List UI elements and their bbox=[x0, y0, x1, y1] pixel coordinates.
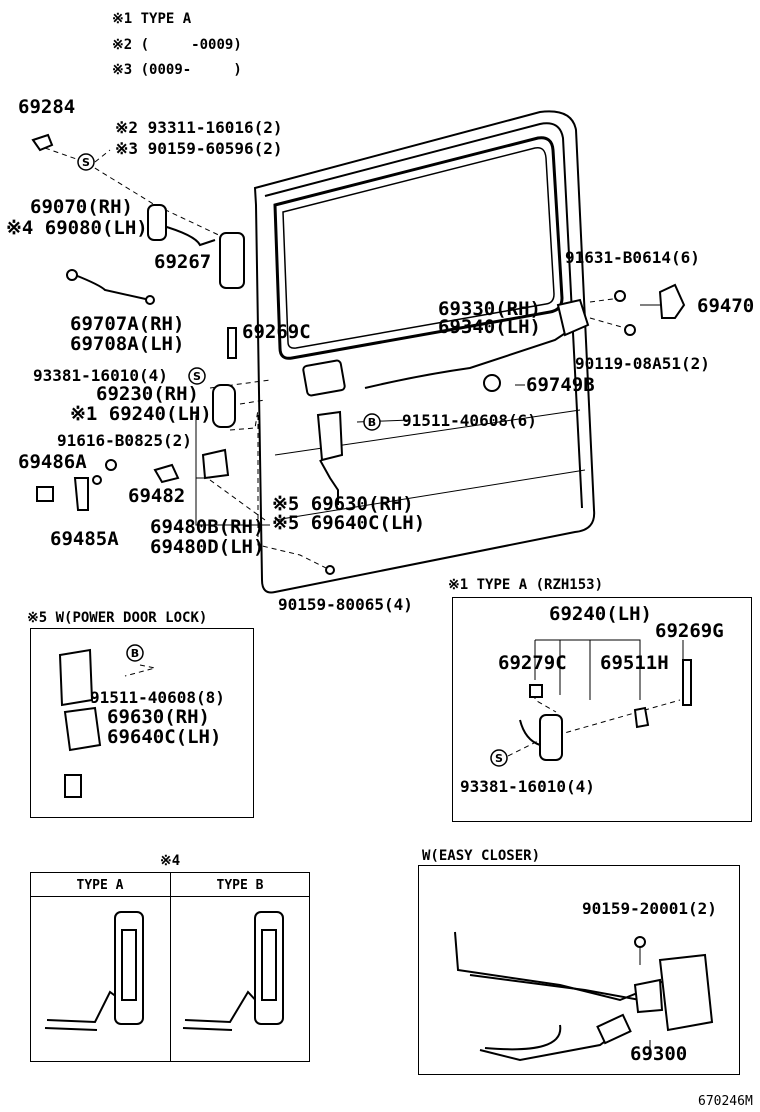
part-69486a bbox=[36, 486, 54, 502]
callout-90159-60596: ※3 90159-60596(2) bbox=[115, 139, 283, 158]
callout-69470: 69470 bbox=[697, 295, 755, 317]
part-69480 bbox=[201, 448, 230, 480]
pdl-callout-91511: 91511-40608(8) bbox=[90, 688, 225, 707]
part-69269c bbox=[227, 327, 237, 359]
callout-69284: 69284 bbox=[18, 96, 76, 118]
callout-69749b: 69749B bbox=[526, 374, 595, 396]
power-door-lock-title: ※5 W(POWER DOOR LOCK) bbox=[27, 610, 208, 626]
legend-row-3: ※3 (0009- ) bbox=[112, 63, 242, 77]
callout-93381: 93381-16010(4) bbox=[33, 366, 168, 385]
callout-69340: 69340(LH) bbox=[438, 316, 541, 338]
callout-90119: 90119-08A51(2) bbox=[575, 354, 710, 373]
typea-callout-69269g: 69269G bbox=[655, 620, 724, 642]
legend-text: TYPE A bbox=[140, 11, 192, 27]
svg-text:S: S bbox=[82, 156, 90, 169]
part-69749b bbox=[483, 374, 501, 392]
legend-row-2: ※2 ( -0009) bbox=[112, 38, 242, 52]
type-a-inset bbox=[452, 597, 752, 822]
part-69482 bbox=[153, 463, 180, 484]
callout-69070: 69070(RH) bbox=[30, 196, 133, 218]
typea-callout-69279c: 69279C bbox=[498, 652, 567, 674]
legend-mark: ※1 bbox=[112, 11, 133, 27]
legend-mark: ※3 bbox=[112, 62, 133, 78]
ec-callout-90159: 90159-20001(2) bbox=[582, 899, 717, 918]
callout-69486a: 69486A bbox=[18, 451, 87, 473]
part-69300 bbox=[658, 953, 714, 1032]
symbol-b-1 bbox=[363, 413, 381, 431]
svg-text:B: B bbox=[131, 647, 139, 660]
legend-mark: ※2 bbox=[112, 37, 133, 53]
svg-text:B: B bbox=[368, 416, 376, 429]
callout-91511: 91511-40608(6) bbox=[402, 411, 537, 430]
type-table-col-b: TYPE B bbox=[216, 878, 264, 893]
callout-69330: 69330(RH) bbox=[438, 298, 541, 320]
legend-row-1: ※1 TYPE A bbox=[112, 12, 191, 26]
part-69485a bbox=[73, 477, 89, 511]
callout-69480b: 69480B(RH) bbox=[150, 516, 265, 538]
callout-69707a: 69707A(RH) bbox=[70, 313, 185, 335]
ec-callout-69300: 69300 bbox=[630, 1043, 688, 1065]
callout-69480d: 69480D(LH) bbox=[150, 536, 265, 558]
legend-text: (0009- ) bbox=[140, 62, 242, 78]
symbol-b-2 bbox=[126, 644, 144, 662]
callout-93311: ※2 93311-16016(2) bbox=[115, 118, 283, 137]
symbol-s-3 bbox=[490, 749, 508, 767]
symbol-s-1 bbox=[77, 153, 95, 171]
easy-closer-inset bbox=[418, 865, 740, 1075]
callout-91616: 91616-B0825(2) bbox=[57, 431, 192, 450]
callout-69240: ※1 69240(LH) bbox=[70, 403, 212, 425]
typea-callout-69240: 69240(LH) bbox=[549, 603, 652, 625]
typea-callout-69511h: 69511H bbox=[600, 652, 669, 674]
power-door-lock-inset bbox=[30, 628, 254, 818]
part-69070 bbox=[147, 204, 167, 241]
figure-code: 670246M bbox=[698, 1094, 753, 1109]
svg-text:S: S bbox=[193, 370, 201, 383]
svg-text:S: S bbox=[495, 752, 503, 765]
part-69230 bbox=[212, 384, 236, 428]
callout-90159-80065: 90159-80065(4) bbox=[278, 595, 413, 614]
callout-69080: ※4 69080(LH) bbox=[6, 217, 148, 239]
callout-69482: 69482 bbox=[128, 485, 186, 507]
type-table-col-a: TYPE A bbox=[76, 878, 124, 893]
part-69330 bbox=[556, 298, 590, 337]
callout-69485a: 69485A bbox=[50, 528, 119, 550]
callout-91631: 91631-B0614(6) bbox=[565, 248, 700, 267]
type-table-column-divider bbox=[170, 872, 171, 1062]
part-69284 bbox=[31, 133, 54, 152]
callout-69230: 69230(RH) bbox=[96, 383, 199, 405]
type-table-title: ※4 bbox=[160, 853, 181, 869]
callout-69630: ※5 69630(RH) bbox=[272, 493, 414, 515]
callout-69269c: 69269C bbox=[242, 321, 311, 343]
part-69470 bbox=[658, 283, 686, 319]
callout-69640c: ※5 69640C(LH) bbox=[272, 512, 426, 534]
pdl-callout-69640c: 69640C(LH) bbox=[107, 726, 222, 748]
type-a-box-title: ※1 TYPE A (RZH153) bbox=[448, 577, 604, 593]
typea-callout-93381: 93381-16010(4) bbox=[460, 777, 595, 796]
easy-closer-title: W(EASY CLOSER) bbox=[422, 848, 541, 864]
pdl-callout-69630: 69630(RH) bbox=[107, 706, 210, 728]
part-69630 bbox=[316, 410, 344, 462]
part-69267 bbox=[219, 232, 245, 289]
callout-69708a: 69708A(LH) bbox=[70, 333, 185, 355]
callout-69267: 69267 bbox=[154, 251, 212, 273]
legend-text: ( -0009) bbox=[140, 37, 242, 53]
part-pdl-actuator bbox=[58, 648, 94, 707]
symbol-s-2 bbox=[188, 367, 206, 385]
door-panel-outline bbox=[253, 110, 596, 594]
